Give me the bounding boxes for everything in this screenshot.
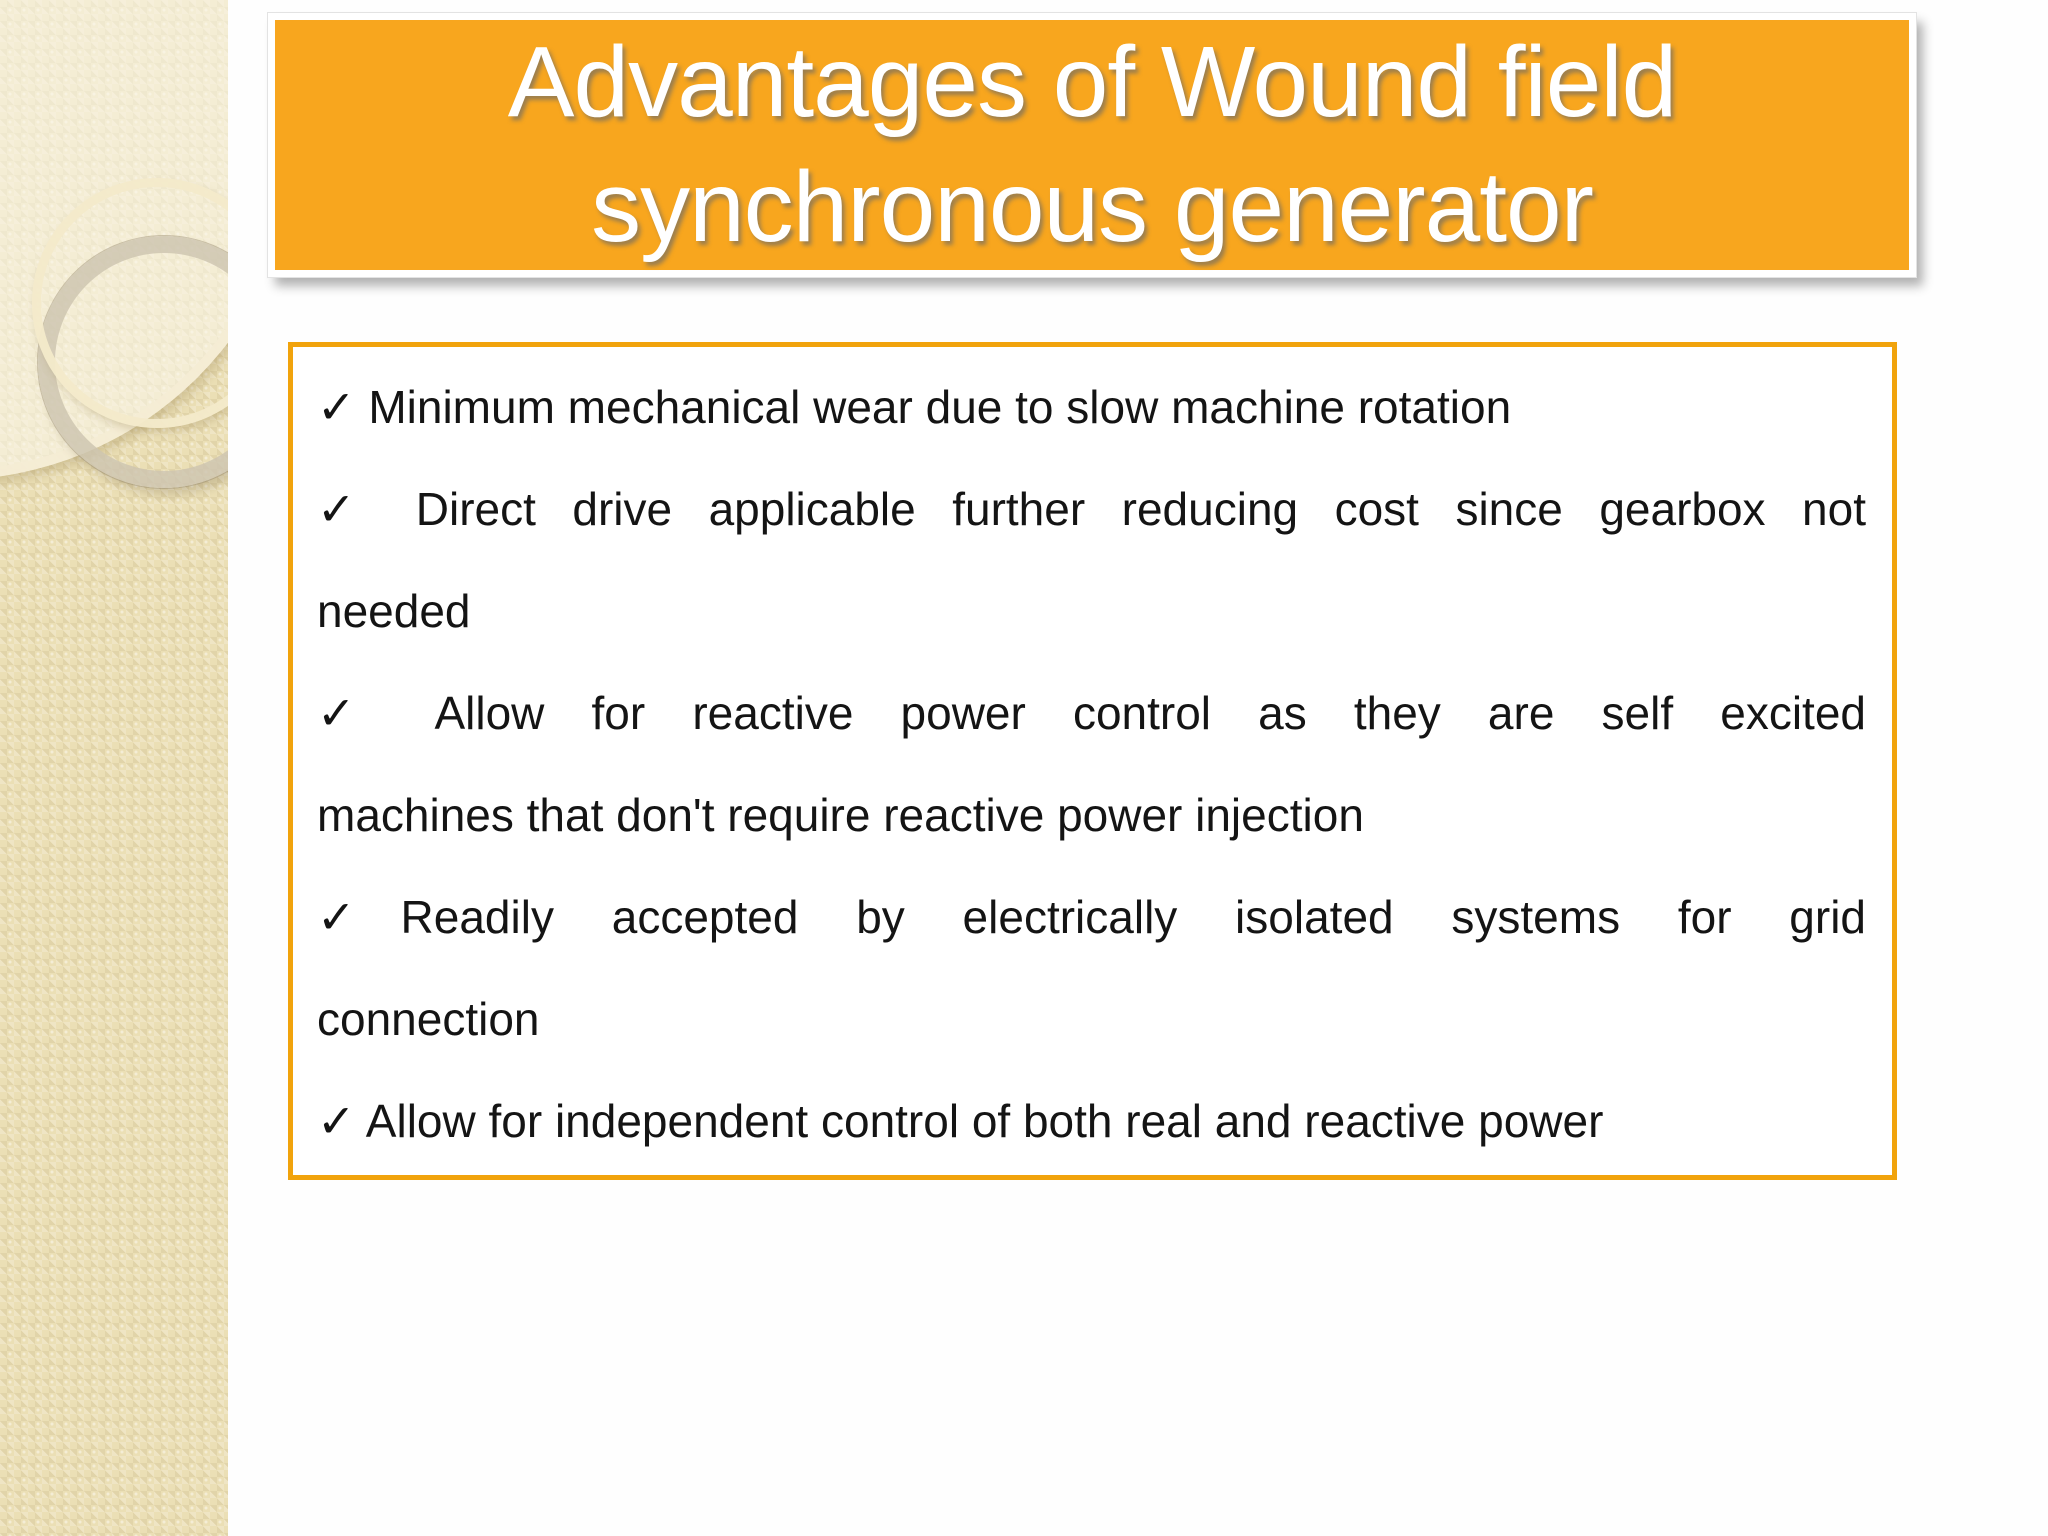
bullet-text: machines that don't require reactive pow…: [317, 789, 1364, 841]
slide-content-box: ✓ Minimum mechanical wear due to slow ma…: [288, 342, 1897, 1180]
bullet-text: needed: [317, 585, 471, 637]
bullet-text: Allow for reactive power control as they…: [389, 687, 1866, 739]
checkmark-icon: ✓: [317, 890, 401, 944]
slide-title-box: Advantages of Wound field synchronous ge…: [268, 13, 1916, 277]
decorative-sidebar: [0, 0, 228, 1536]
bullet-line: ✓ Allow for independent control of both …: [317, 1070, 1866, 1172]
bullet-text: Minimum mechanical wear due to slow mach…: [355, 381, 1512, 433]
bullet-text: Readily accepted by electrically isolate…: [400, 891, 1866, 943]
bullet-line: needed: [317, 560, 1866, 662]
bullet-line: ✓ Minimum mechanical wear due to slow ma…: [317, 356, 1866, 458]
checkmark-icon: ✓: [317, 1094, 356, 1148]
bullet-line: machines that don't require reactive pow…: [317, 764, 1866, 866]
bullet-text: connection: [317, 993, 540, 1045]
bullet-line: ✓ Allow for reactive power control as th…: [317, 662, 1866, 764]
slide-title-line-2: synchronous generator: [591, 151, 1594, 263]
bullet-text: Direct drive applicable further reducing…: [379, 483, 1866, 535]
bullet-line: ✓Readily accepted by electrically isolat…: [317, 866, 1866, 968]
checkmark-icon: ✓: [317, 686, 390, 740]
checkmark-icon: ✓: [317, 482, 380, 536]
bullet-line: connection: [317, 968, 1866, 1070]
checkmark-icon: ✓: [317, 380, 356, 434]
bullet-line: ✓ Direct drive applicable further reduci…: [317, 458, 1866, 560]
slide-title-line-1: Advantages of Wound field: [507, 26, 1677, 138]
decorative-ring: [32, 178, 228, 428]
bullet-text: Allow for independent control of both re…: [355, 1095, 1604, 1147]
